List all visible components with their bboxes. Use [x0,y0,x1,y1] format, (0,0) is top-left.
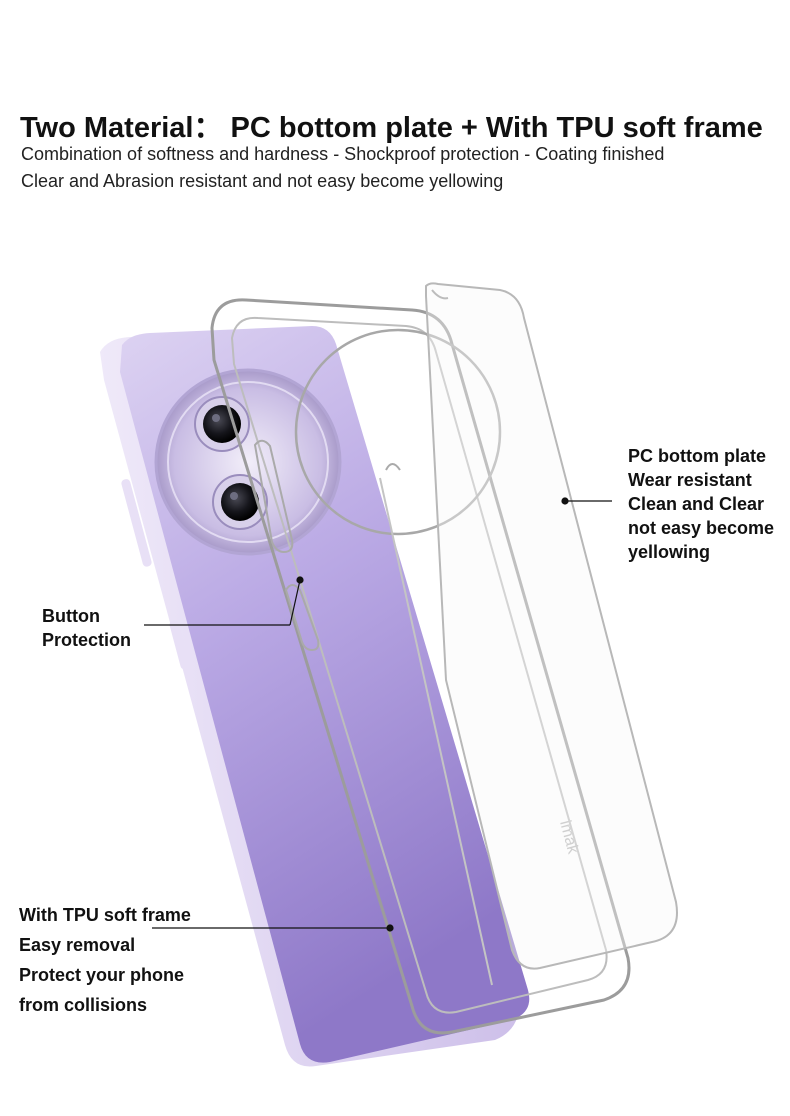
power-button [169,620,190,670]
camera-module [154,368,342,556]
page-title: Two Material： PC bottom plate + With TPU… [20,112,763,144]
callout-line: PC bottom plate [628,446,766,466]
subtitle-line-1: Combination of softness and hardness - S… [21,144,665,164]
callout-pc-bottom-plate: PC bottom plate Wear resistant Clean and… [628,444,774,564]
callout-tpu-soft-frame: With TPU soft frame Easy removal Protect… [19,900,191,1020]
callout-line: yellowing [628,542,711,562]
tpu-soft-frame [210,298,631,1035]
callout-line: Protect your phone [19,965,185,985]
button-cover [253,439,294,554]
callout-line: not easy become [628,518,775,538]
callout-line: Wear resistant [628,470,752,490]
pc-bottom-plate: imak [425,282,678,970]
callout-line: With TPU soft frame [19,905,191,925]
callout-line: from collisions [19,995,148,1015]
subtitle-line-2: Clear and Abrasion resistant and not eas… [21,171,504,191]
callout-line: Easy removal [19,935,136,955]
volume-button [121,479,152,567]
leader-lines [144,497,612,932]
callout-button-protection: Button Protection [42,604,131,652]
callout-line: Clean and Clear [628,494,765,514]
callout-line: Button [42,606,100,626]
callout-line: Protection [42,630,132,650]
